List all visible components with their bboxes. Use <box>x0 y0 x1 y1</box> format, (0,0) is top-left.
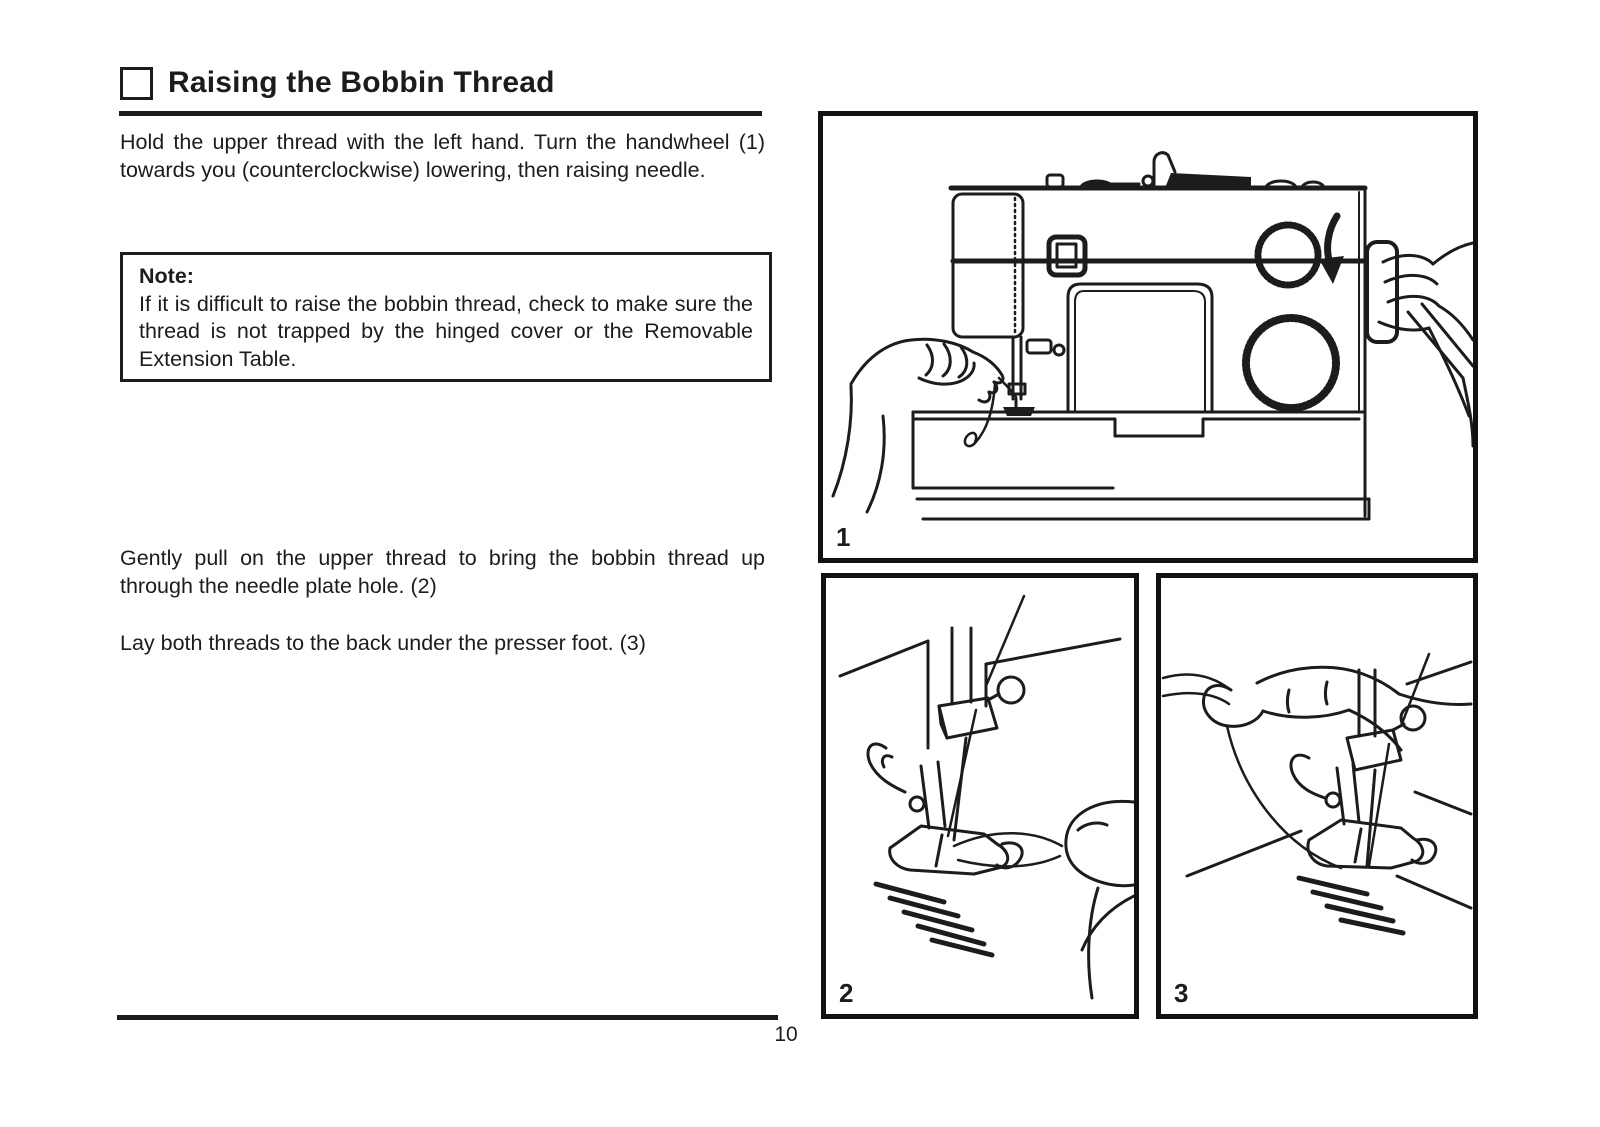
upper-thread <box>963 376 1018 448</box>
footer-divider <box>117 1015 778 1020</box>
needle-clamp <box>1345 728 1403 772</box>
upper-thread <box>1367 652 1431 868</box>
note-text: If it is difficult to raise the bobbin t… <box>139 291 753 371</box>
finger <box>1064 799 1134 1000</box>
title-divider <box>119 111 762 116</box>
section-header: Raising the Bobbin Thread <box>120 66 555 100</box>
harp-cutout <box>1066 282 1214 414</box>
figure-1-handwheel-illustration: 1 <box>818 111 1478 563</box>
paragraph-handwheel: Hold the upper thread with the left hand… <box>120 130 765 182</box>
presser-foot-drawing <box>838 594 1134 1000</box>
both-threads <box>1161 673 1343 870</box>
sewing-machine-drawing <box>831 151 1473 521</box>
paragraph-lay-threads: Lay both threads to the back under the p… <box>120 631 646 655</box>
presser-foot <box>866 742 1024 876</box>
note-box: Note: If it is difficult to raise the bo… <box>120 252 772 382</box>
left-hand <box>831 337 1005 514</box>
threads-under-foot-drawing <box>1161 652 1473 936</box>
figure-2-label: 2 <box>839 978 854 1008</box>
note-label: Note: <box>139 264 194 288</box>
needle <box>1365 768 1377 868</box>
foot-toe <box>1410 837 1438 865</box>
handwheel <box>1365 240 1399 344</box>
needle-clamp <box>937 696 999 740</box>
feed-dog-teeth <box>873 881 995 958</box>
foot-lever <box>1289 753 1327 800</box>
paragraph-pull-thread: Gently pull on the upper thread to bring… <box>120 546 765 598</box>
bobbin-thread-loop <box>952 832 1064 868</box>
upper-dial <box>1254 221 1322 289</box>
figure-1-label: 1 <box>836 522 851 552</box>
foot-lever <box>866 742 907 794</box>
needle-assembly <box>1003 335 1066 416</box>
face-plate <box>951 192 1025 339</box>
page-number: 10 <box>774 1023 798 1046</box>
rotation-arrow-icon <box>1319 212 1344 284</box>
carry-handle <box>1165 173 1251 188</box>
section-checkbox-icon <box>120 66 153 100</box>
tension-dial <box>1046 234 1088 278</box>
carry-handle-loop <box>1152 151 1177 188</box>
upper-thread <box>946 594 1026 838</box>
clamp-screw <box>1399 704 1427 732</box>
machine-bed-lines <box>1185 660 1473 910</box>
finger <box>1202 665 1473 752</box>
figure-3-threads-back-illustration: 3 <box>1156 573 1478 1019</box>
lower-dial <box>1242 314 1340 412</box>
needle <box>952 736 968 842</box>
needle-bar <box>1345 668 1427 868</box>
presser-foot <box>1003 407 1035 416</box>
figure-3-label: 3 <box>1174 978 1189 1008</box>
machine-base <box>911 410 1371 521</box>
feed-dog-teeth <box>1296 875 1406 936</box>
clamp-screw <box>996 675 1026 705</box>
needle-bar <box>937 626 1026 842</box>
presser-foot <box>1289 753 1438 870</box>
figure-2-bobbin-thread-illustration: 2 <box>821 573 1139 1019</box>
right-hand <box>1377 241 1473 448</box>
page-title: Raising the Bobbin Thread <box>168 66 555 99</box>
